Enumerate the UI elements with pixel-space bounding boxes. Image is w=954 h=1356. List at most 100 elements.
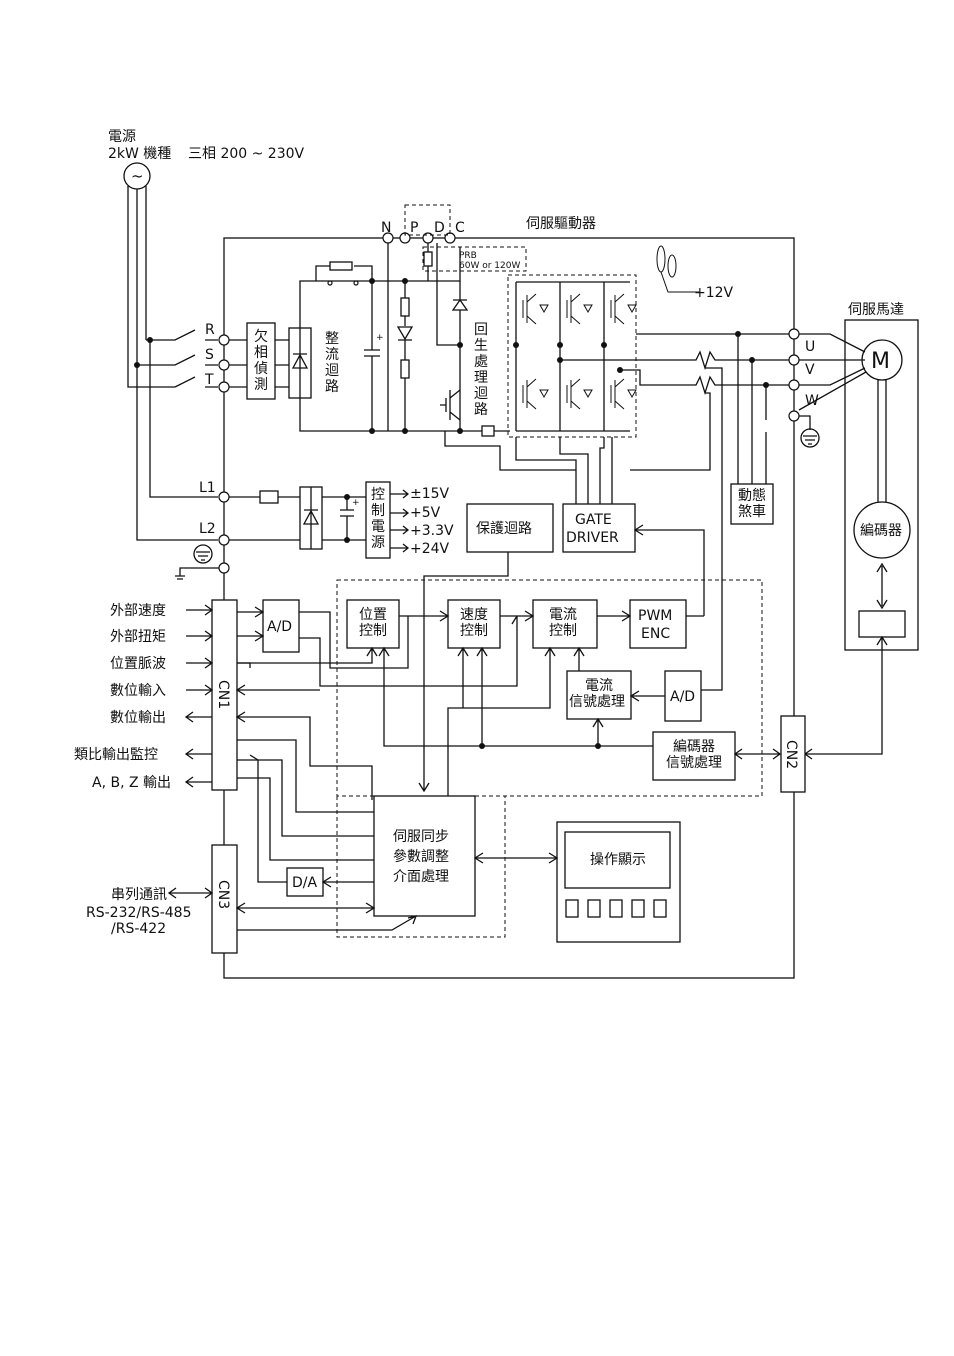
terminal-r-label: R — [205, 322, 215, 338]
control-power-fuse — [259, 490, 279, 504]
dynamic-brake-text: 動態煞車 — [738, 488, 766, 520]
power-source-spec: 三相 200 ~ 230V — [188, 146, 305, 162]
gate-signals — [444, 431, 613, 504]
junction — [402, 278, 408, 284]
encoder-signal-to-cn2 — [733, 748, 782, 760]
adc-to-controls — [299, 611, 518, 687]
servo-interface-block — [373, 795, 476, 917]
terminal-n-label: N — [381, 220, 391, 236]
bridge-diode-symbol — [291, 328, 309, 398]
relay-contact — [327, 280, 333, 286]
voltage-24v: +24V — [410, 541, 450, 557]
servo-interface-text: 伺服同步 參數調整 介面處理 — [393, 829, 453, 885]
cn2-motor-link — [803, 635, 888, 760]
breaker-s — [137, 354, 218, 366]
prb-label: PRB — [459, 251, 477, 261]
adc-current-block — [664, 670, 702, 722]
motor-wiring — [798, 333, 867, 411]
adc-current-text: A/D — [670, 689, 695, 705]
prb-rating: 60W or 120W — [459, 261, 520, 271]
junction — [601, 342, 607, 348]
position-pulse-input — [237, 662, 251, 668]
breaker-t — [174, 376, 218, 388]
junction — [595, 743, 601, 749]
cn1-label: CN1 — [215, 680, 231, 709]
terminal-ground — [788, 410, 800, 422]
position-control-block — [346, 599, 400, 649]
svg-text:生: 生 — [474, 338, 488, 354]
signal-abz-output: A, B, Z 輸出 — [92, 775, 171, 791]
current-shunt — [481, 425, 495, 437]
servo-drive-title: 伺服驅動器 — [526, 216, 596, 232]
encoder-feedback-bus — [378, 646, 653, 747]
position-control-text: 位置控制 — [359, 607, 387, 639]
capacitor-polarity: + — [376, 333, 384, 343]
motor-shaft — [877, 380, 887, 502]
dc-bus-negative — [299, 398, 510, 432]
charge-led — [396, 326, 414, 341]
current-signal-text: 電流信號處理 — [569, 678, 625, 710]
dynamic-brake-wiring — [737, 334, 767, 484]
svg-text:控: 控 — [371, 487, 385, 503]
junction — [457, 428, 463, 434]
terminal-u-label: U — [805, 339, 815, 355]
svg-text:流: 流 — [325, 347, 339, 363]
svg-text:理: 理 — [474, 370, 488, 386]
dac-block — [286, 867, 324, 897]
svg-text:迴: 迴 — [474, 386, 488, 402]
internal-regen-resistor-outline — [422, 246, 527, 272]
dsp-control-area — [336, 579, 763, 797]
current-control-block — [532, 599, 598, 649]
junction — [402, 428, 408, 434]
encoder-label: 編碼器 — [860, 523, 902, 539]
encoder-signal-block — [652, 731, 736, 781]
interface-to-controls — [447, 646, 556, 796]
junction — [457, 342, 463, 348]
external-regen-resistor — [404, 204, 451, 236]
ac-source-tilde: ~ — [131, 167, 144, 185]
rectifier-circuit-label: 整 流 迴 路 — [325, 331, 339, 395]
dsp-interface-area — [336, 796, 506, 938]
terminal-p-label: P — [410, 220, 418, 236]
relay-contact — [353, 280, 359, 286]
terminal-s-label: S — [205, 347, 214, 363]
cn1-internal-links — [235, 646, 378, 861]
fan-voltage: +12V — [694, 285, 734, 301]
adc-analog-text: A/D — [267, 619, 292, 635]
signal-analog-monitor: 類比輸出監控 — [74, 746, 158, 763]
encoder-symbol — [853, 501, 911, 559]
cn1-arrows — [184, 604, 214, 788]
junction — [369, 428, 375, 434]
cn1-signals: 外部速度 外部扭矩 位置脈波 數位輸入 數位輸出 類比輸出監控 A, B, Z … — [74, 603, 171, 791]
signal-external-torque: 外部扭矩 — [110, 629, 166, 645]
voltage-3v3: +3.3V — [410, 523, 454, 539]
junction — [557, 342, 563, 348]
terminal-ground-ctrl — [218, 562, 230, 574]
pwm-enc-block — [629, 599, 687, 649]
cn2-connector — [780, 715, 806, 793]
output-phase-w — [620, 369, 789, 396]
encoder-link — [876, 562, 888, 610]
control-power-text: 控 制 電 源 — [371, 487, 385, 551]
signal-digital-output: 數位輸出 — [110, 710, 166, 726]
terminal-s — [218, 359, 230, 371]
terminal-c-label: C — [455, 220, 465, 236]
terminal-l1 — [218, 491, 230, 503]
adc-analog-block — [262, 599, 300, 653]
dc-bus-positive — [299, 247, 461, 328]
encoder-signal-text: 編碼器信號處理 — [666, 739, 722, 771]
cn1-connector — [211, 599, 238, 791]
bleeder-resistor-bottom — [400, 359, 410, 379]
breaker-r — [146, 329, 218, 341]
pwm-to-gate — [633, 524, 705, 616]
cn3-links — [167, 887, 418, 931]
terminal-u — [788, 328, 800, 340]
source-wire-l1 — [149, 340, 218, 498]
cn3-label: CN3 — [215, 880, 231, 909]
inrush-resistor — [329, 261, 353, 271]
cn2-label: CN2 — [783, 740, 799, 769]
svg-text:回: 回 — [474, 322, 488, 338]
regen-diode — [451, 298, 469, 311]
